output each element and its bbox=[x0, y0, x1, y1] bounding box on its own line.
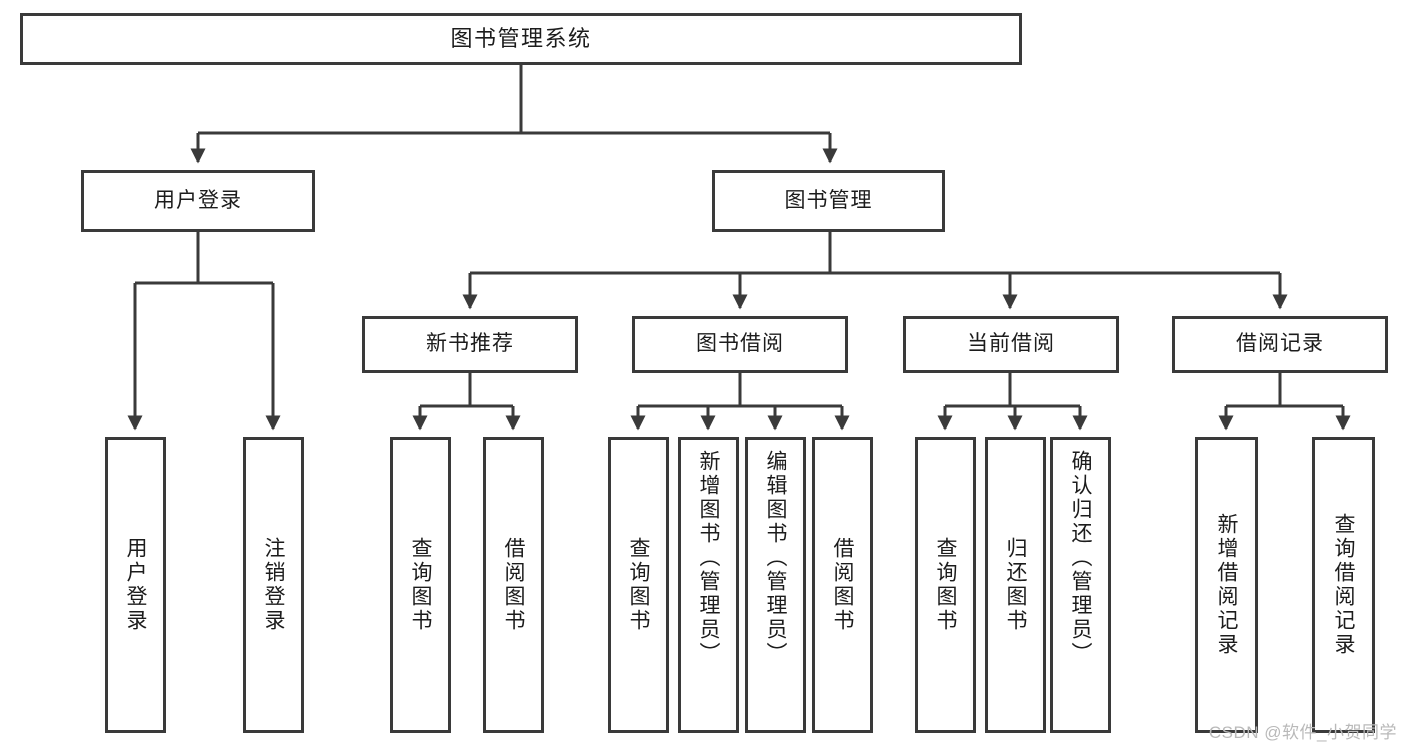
leaf-confirm-return-admin[interactable]: 确认归还（管理员） bbox=[1050, 437, 1111, 733]
node-label: 编辑图书（管理员） bbox=[764, 450, 787, 666]
node-label: 新增借阅记录 bbox=[1215, 513, 1238, 657]
node-label: 查询图书 bbox=[409, 537, 432, 633]
leaf-logout-login[interactable]: 注销登录 bbox=[243, 437, 304, 733]
node-current-borrow[interactable]: 当前借阅 bbox=[903, 316, 1119, 373]
leaf-borrow-book[interactable]: 借阅图书 bbox=[812, 437, 873, 733]
node-label: 图书管理系统 bbox=[450, 26, 592, 52]
node-label: 当前借阅 bbox=[967, 332, 1055, 356]
node-label: 查询图书 bbox=[627, 537, 650, 633]
node-label: 新增图书（管理员） bbox=[697, 450, 720, 666]
node-book-management[interactable]: 图书管理 bbox=[712, 170, 945, 232]
leaf-query-book-borrow[interactable]: 查询图书 bbox=[608, 437, 669, 733]
node-label: 用户登录 bbox=[154, 188, 242, 212]
leaf-borrow-book-recommend[interactable]: 借阅图书 bbox=[483, 437, 544, 733]
node-label: 归还图书 bbox=[1004, 537, 1027, 633]
leaf-query-borrow-record[interactable]: 查询借阅记录 bbox=[1312, 437, 1375, 733]
node-root-system[interactable]: 图书管理系统 bbox=[20, 13, 1022, 65]
node-borrow-record[interactable]: 借阅记录 bbox=[1172, 316, 1388, 373]
node-label: 图书管理 bbox=[784, 188, 873, 212]
node-label: 借阅图书 bbox=[831, 537, 854, 633]
node-label: 注销登录 bbox=[262, 537, 285, 633]
node-label: 查询借阅记录 bbox=[1332, 513, 1355, 657]
node-label: 确认归还（管理员） bbox=[1069, 450, 1092, 666]
node-label: 新书推荐 bbox=[426, 332, 514, 356]
node-label: 借阅图书 bbox=[502, 537, 525, 633]
leaf-add-borrow-record[interactable]: 新增借阅记录 bbox=[1195, 437, 1258, 733]
leaf-return-book[interactable]: 归还图书 bbox=[985, 437, 1046, 733]
node-new-book-recommend[interactable]: 新书推荐 bbox=[362, 316, 578, 373]
csdn-watermark: CSDN @软件_小贺同学 bbox=[1208, 723, 1397, 742]
node-label: 借阅记录 bbox=[1236, 332, 1324, 356]
leaf-edit-book-admin[interactable]: 编辑图书（管理员） bbox=[745, 437, 806, 733]
leaf-user-login[interactable]: 用户登录 bbox=[105, 437, 166, 733]
leaf-query-book-recommend[interactable]: 查询图书 bbox=[390, 437, 451, 733]
node-label: 用户登录 bbox=[124, 537, 147, 633]
node-user-login[interactable]: 用户登录 bbox=[81, 170, 315, 232]
node-label: 图书借阅 bbox=[696, 332, 784, 356]
node-label: 查询图书 bbox=[934, 537, 957, 633]
leaf-query-book-current[interactable]: 查询图书 bbox=[915, 437, 976, 733]
node-book-borrow[interactable]: 图书借阅 bbox=[632, 316, 848, 373]
leaf-add-book-admin[interactable]: 新增图书（管理员） bbox=[678, 437, 739, 733]
